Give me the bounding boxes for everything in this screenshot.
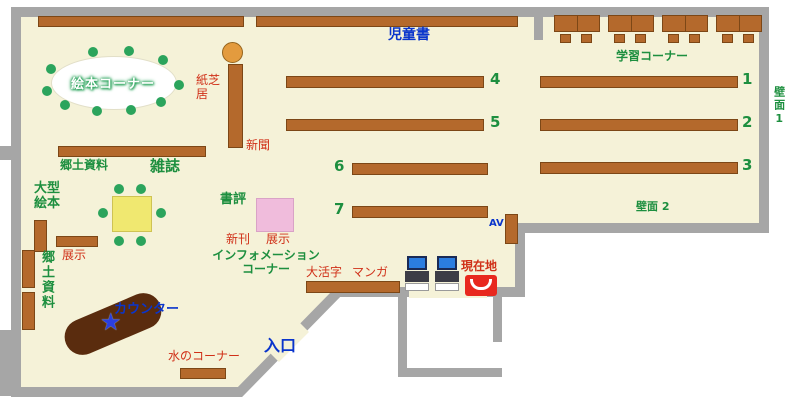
bookshelf-7 bbox=[352, 206, 488, 218]
chair-dot bbox=[98, 208, 108, 218]
av-shelf bbox=[505, 214, 518, 244]
desk-stool bbox=[668, 34, 679, 43]
large-picture-book-shelf bbox=[34, 220, 47, 252]
chair-dot bbox=[88, 47, 98, 57]
water-corner-label: 水のコーナー bbox=[168, 349, 241, 363]
round-stool bbox=[222, 42, 243, 63]
book-review-label: 書評 bbox=[220, 192, 247, 207]
desk-stool bbox=[581, 34, 592, 43]
chair-dot bbox=[156, 97, 166, 107]
study-desk bbox=[662, 15, 708, 32]
shelf-number-6: 6 bbox=[334, 157, 345, 175]
local-materials-2-label: 郷土資料 bbox=[38, 250, 54, 310]
exhibit-label-a: 展示 bbox=[62, 248, 87, 262]
chair-dot bbox=[126, 105, 136, 115]
local-materials-label: 郷土資料 bbox=[60, 158, 109, 172]
chair-dot bbox=[136, 236, 146, 246]
wall-1-label: 壁面1 bbox=[772, 86, 786, 127]
star-icon: ★ bbox=[100, 308, 122, 336]
exhibit-shelf bbox=[56, 236, 98, 247]
local-materials-shelf-2b bbox=[22, 292, 35, 330]
study-corner-label: 学習コーナー bbox=[616, 49, 689, 63]
exhibit-label-b: 展示 bbox=[266, 232, 291, 246]
study-desk bbox=[608, 15, 654, 32]
kamishibai-shelf bbox=[228, 64, 243, 148]
wall-shelf-top-center bbox=[256, 16, 518, 27]
current-location-arc bbox=[470, 279, 492, 290]
study-desk bbox=[716, 15, 762, 32]
local-materials-shelf-2a bbox=[22, 250, 35, 288]
bookshelf-4 bbox=[286, 76, 484, 88]
opac-screen bbox=[437, 256, 457, 270]
desk-stool bbox=[614, 34, 625, 43]
chair-dot bbox=[174, 80, 184, 90]
reading-table bbox=[112, 196, 152, 232]
opac-body bbox=[405, 271, 429, 282]
chair-dot bbox=[114, 236, 124, 246]
entrance-label: 入口 bbox=[264, 336, 297, 355]
opac-slot bbox=[405, 283, 429, 291]
shelf-number-4: 4 bbox=[490, 70, 501, 88]
bookshelf-3 bbox=[540, 162, 738, 174]
information-corner-label: インフォメーション コーナー bbox=[212, 248, 320, 276]
exhibit-table bbox=[256, 198, 294, 232]
chair-dot bbox=[156, 208, 166, 218]
chair-dot bbox=[60, 100, 70, 110]
opac-body bbox=[435, 271, 459, 282]
vestibule-wall-left bbox=[398, 290, 407, 376]
chair-dot bbox=[136, 184, 146, 194]
current-location-label: 現在地 bbox=[461, 259, 498, 273]
opac-terminal bbox=[434, 256, 460, 292]
bookshelf-1 bbox=[540, 76, 738, 88]
current-location-marker bbox=[465, 275, 497, 296]
chair-dot bbox=[92, 106, 102, 116]
shelf-number-2: 2 bbox=[742, 113, 753, 131]
children-books-label: 児童書 bbox=[388, 27, 430, 43]
shelf-number-5: 5 bbox=[490, 113, 501, 131]
manga-label: マンガ bbox=[352, 265, 389, 279]
shelf-number-1: 1 bbox=[742, 70, 753, 88]
opac-screen bbox=[407, 256, 427, 270]
wall-stub-left-a bbox=[0, 146, 16, 160]
chair-dot bbox=[46, 64, 56, 74]
desk-stool bbox=[722, 34, 733, 43]
vestibule-wall-right bbox=[493, 290, 502, 342]
wall-2-label: 壁面 2 bbox=[636, 200, 670, 213]
desk-stool bbox=[560, 34, 571, 43]
chair-dot bbox=[42, 86, 52, 96]
water-corner-shelf bbox=[180, 368, 226, 379]
large-print-label: 大活字 bbox=[306, 265, 343, 279]
av-label: AV bbox=[489, 218, 504, 229]
study-desk bbox=[554, 15, 600, 32]
wall-stub-left-b bbox=[0, 330, 16, 396]
bookshelf-5 bbox=[286, 119, 484, 131]
picture-book-corner-label: 絵本コーナー bbox=[70, 76, 155, 92]
chair-dot bbox=[124, 46, 134, 56]
bookshelf-6 bbox=[352, 163, 488, 175]
desk-stool bbox=[689, 34, 700, 43]
shelf-number-7: 7 bbox=[334, 200, 345, 218]
shelf-number-3: 3 bbox=[742, 156, 753, 174]
entrance-opening bbox=[269, 322, 309, 362]
wall-stub-top bbox=[534, 10, 543, 40]
wall-shelf-top-left bbox=[38, 16, 244, 27]
newspaper-label: 新聞 bbox=[246, 138, 271, 152]
desk-stool bbox=[743, 34, 754, 43]
large-picture-books-label: 大型絵本 bbox=[34, 181, 61, 211]
chair-dot bbox=[114, 184, 124, 194]
magazines-label: 雑誌 bbox=[150, 157, 181, 175]
bookshelf-2 bbox=[540, 119, 738, 131]
local-materials-shelf bbox=[58, 146, 206, 157]
opac-terminal bbox=[404, 256, 430, 292]
chair-dot bbox=[158, 55, 168, 65]
manga-shelf bbox=[306, 281, 400, 293]
vestibule-wall-bottom bbox=[398, 368, 502, 377]
kamishibai-label: 紙芝居 bbox=[196, 73, 221, 101]
new-arrivals-label: 新刊 bbox=[226, 232, 251, 246]
opac-slot bbox=[435, 283, 459, 291]
floor-outline bbox=[11, 7, 769, 397]
counter-label: カウンター bbox=[114, 302, 180, 317]
desk-stool bbox=[635, 34, 646, 43]
